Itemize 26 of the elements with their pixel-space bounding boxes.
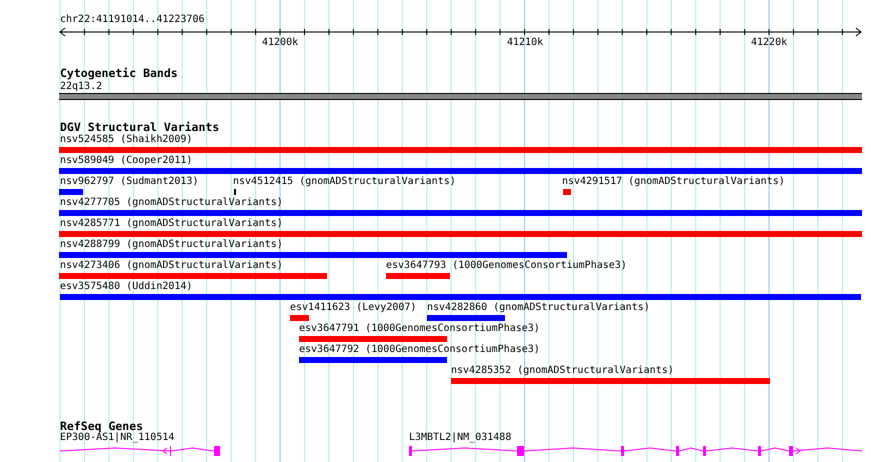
variant-label: nsv4291517 (gnomADStructuralVariants): [562, 176, 785, 188]
variant-label: nsv4285771 (gnomADStructuralVariants): [60, 218, 283, 230]
gene-label: L3MBTL2|NM_031488: [409, 432, 512, 444]
variant-label: nsv4273406 (gnomADStructuralVariants): [60, 260, 283, 272]
tick-label: 41210k: [507, 37, 544, 49]
variant-label: nsv962797 (Sudmant2013): [60, 176, 198, 188]
variant-label: nsv4285352 (gnomADStructuralVariants): [451, 365, 674, 377]
coordinate-label: chr22:41191014..41223706: [60, 14, 204, 26]
variant-label: esv1411623 (Levy2007): [290, 302, 416, 314]
variant-label: esv3647791 (1000GenomesConsortiumPhase3): [299, 323, 540, 335]
gene-label: EP300-AS1|NR_110514: [60, 432, 174, 444]
variant-label: esv3647793 (1000GenomesConsortiumPhase3): [386, 260, 627, 272]
variant-label: nsv4277705 (gnomADStructuralVariants): [60, 197, 283, 209]
tick-label: 41200k: [262, 37, 298, 49]
variant-label: esv3647792 (1000GenomesConsortiumPhase3): [299, 344, 540, 356]
variant-label: nsv4282860 (gnomADStructuralVariants): [427, 302, 650, 314]
track-heading: RefSeq Genes: [60, 420, 144, 432]
variant-label: esv3575480 (Uddin2014): [60, 281, 192, 293]
tick-label: 41220k: [751, 37, 788, 49]
track-heading: Cytogenetic Bands: [60, 67, 178, 79]
variant-label: nsv524585 (Shaikh2009): [60, 134, 192, 146]
variant-label: nsv589049 (Cooper2011): [60, 155, 192, 167]
track-heading: DGV Structural Variants: [60, 121, 220, 133]
variant-label: nsv4512415 (gnomADStructuralVariants): [233, 176, 456, 188]
band-label: 22q13.2: [60, 81, 102, 93]
variant-label: nsv4288799 (gnomADStructuralVariants): [60, 239, 283, 251]
